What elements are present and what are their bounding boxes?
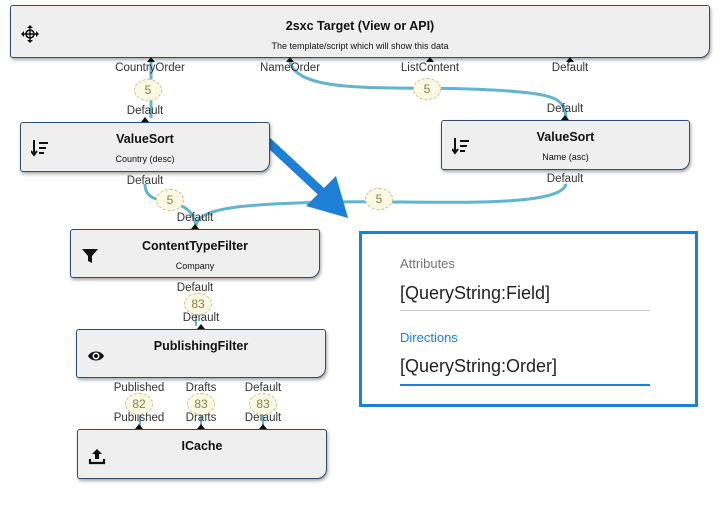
node-title: 2sxc Target (View or API) (285, 19, 435, 33)
node-subtitle: Country (desc) (115, 154, 175, 164)
port-label-default: Default (176, 212, 214, 224)
sort-icon (31, 140, 48, 157)
upload-icon (88, 449, 106, 465)
settings-panel: Attributes [QueryString:Field] Direction… (359, 231, 698, 407)
attributes-field[interactable]: [QueryString:Field] (400, 283, 551, 303)
port-dot[interactable] (135, 424, 143, 429)
node-title: PublishingFilter (153, 339, 249, 353)
port-label-published: Published (113, 412, 165, 424)
count-badge: 83 (187, 393, 215, 415)
port-label-drafts: Drafts (185, 382, 217, 394)
port-label-default: Default (126, 175, 164, 187)
port-label-default: Default (244, 382, 282, 394)
port-label-published: Published (113, 382, 165, 394)
port-label-default: Default (546, 173, 584, 185)
port-label-listcontent: ListContent (400, 62, 460, 74)
sort-icon (452, 138, 469, 155)
count-badge: 5 (134, 79, 162, 101)
wire-listcontent (288, 61, 568, 119)
filter-icon (82, 249, 98, 263)
port-dot[interactable] (426, 57, 434, 62)
port-dot[interactable] (197, 324, 205, 329)
port-dot[interactable] (191, 224, 199, 229)
node-subtitle: The template/script which will show this… (271, 41, 449, 51)
port-label-default: Default (244, 412, 282, 424)
node-icache[interactable]: ICache (77, 429, 327, 479)
count-badge: 5 (156, 189, 184, 211)
node-target[interactable]: 2sxc Target (View or API) The template/s… (10, 5, 710, 58)
node-subtitle: Company (175, 261, 215, 271)
count-badge: 5 (413, 78, 441, 100)
attributes-label: Attributes (400, 256, 455, 271)
port-dot[interactable] (259, 424, 267, 429)
directions-underline (400, 384, 650, 386)
count-badge: 83 (249, 393, 277, 415)
port-dot[interactable] (566, 57, 574, 62)
node-contenttypefilter[interactable]: ContentTypeFilter Company (70, 229, 320, 278)
wire-vs2-ctf (194, 183, 568, 227)
node-title: ContentTypeFilter (141, 239, 249, 253)
port-dot[interactable] (197, 424, 205, 429)
move-icon (21, 25, 39, 43)
port-dot[interactable] (561, 115, 569, 120)
port-label-default: Default (551, 62, 589, 74)
port-label-nameorder: NameOrder (259, 62, 321, 74)
port-label-drafts: Drafts (185, 412, 217, 424)
pointer-arrow (263, 137, 348, 218)
node-title: ValueSort (536, 130, 595, 144)
port-label-default: Default (176, 282, 214, 294)
node-publishingfilter[interactable]: PublishingFilter (76, 329, 326, 378)
node-valuesort-name[interactable]: ValueSort Name (asc) (441, 120, 690, 170)
node-title: ICache (181, 439, 223, 453)
node-title: ValueSort (116, 132, 174, 146)
port-dot[interactable] (147, 57, 155, 62)
attributes-underline (400, 310, 650, 311)
port-dot[interactable] (141, 117, 149, 122)
node-subtitle: Name (asc) (542, 152, 589, 162)
port-dot[interactable] (286, 57, 294, 62)
port-label-default: Default (182, 312, 220, 324)
directions-field[interactable]: [QueryString:Order] (400, 356, 558, 376)
port-label-countryorder: CountryOrder (115, 62, 185, 74)
directions-label: Directions (400, 330, 458, 345)
node-valuesort-country[interactable]: ValueSort Country (desc) (20, 122, 270, 172)
port-label-default: Default (126, 105, 164, 117)
count-badge: 5 (365, 188, 393, 210)
eye-icon (88, 351, 104, 361)
count-badge: 83 (184, 293, 212, 315)
count-badge: 82 (125, 393, 153, 415)
port-label-default: Default (546, 103, 584, 115)
